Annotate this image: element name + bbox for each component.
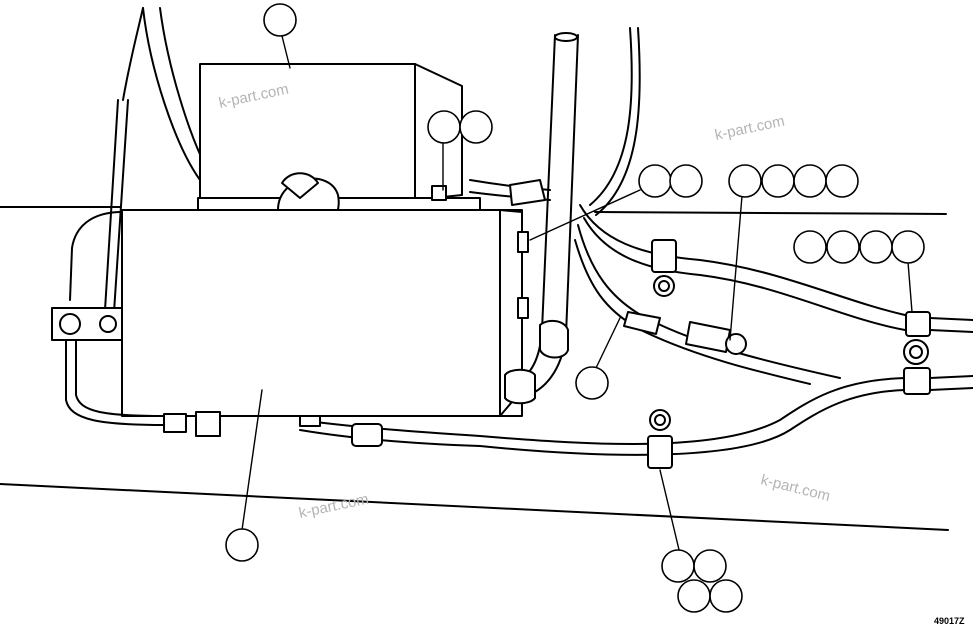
frame-rails (0, 206, 949, 531)
callout-pair-mid (638, 164, 672, 198)
main-unit (121, 209, 529, 437)
callout-quad-mid (793, 164, 827, 198)
callout-single-bottom (225, 528, 259, 562)
watermark-3: k-part.com (297, 491, 370, 522)
watermark-4: k-part.com (759, 471, 832, 505)
callout-quad-right (891, 230, 925, 264)
callout-quad-mid (728, 164, 762, 198)
callout-pair-upper (427, 110, 461, 144)
figure-code: 49017Z (934, 616, 965, 626)
callout-top (263, 3, 297, 37)
clamps (623, 239, 931, 469)
callout-quad-mid (825, 164, 859, 198)
callout-cluster-bottom (661, 549, 695, 583)
callout-quad-mid (761, 164, 795, 198)
callout-pair-mid (669, 164, 703, 198)
center-hose (504, 32, 579, 405)
callout-single-hose (575, 366, 609, 400)
leader-lines (241, 35, 913, 555)
callouts (225, 3, 925, 613)
callout-pair-upper (459, 110, 493, 144)
callout-cluster-bottom (693, 549, 727, 583)
left-bracket (51, 211, 187, 433)
callout-cluster-bottom (677, 579, 711, 613)
hoses-back (104, 7, 641, 313)
callout-quad-right (826, 230, 860, 264)
watermark-2: k-part.com (713, 113, 786, 144)
tank (197, 63, 481, 243)
callout-cluster-bottom (709, 579, 743, 613)
callout-quad-right (793, 230, 827, 264)
lower-hose (299, 377, 906, 456)
callout-quad-right (859, 230, 893, 264)
